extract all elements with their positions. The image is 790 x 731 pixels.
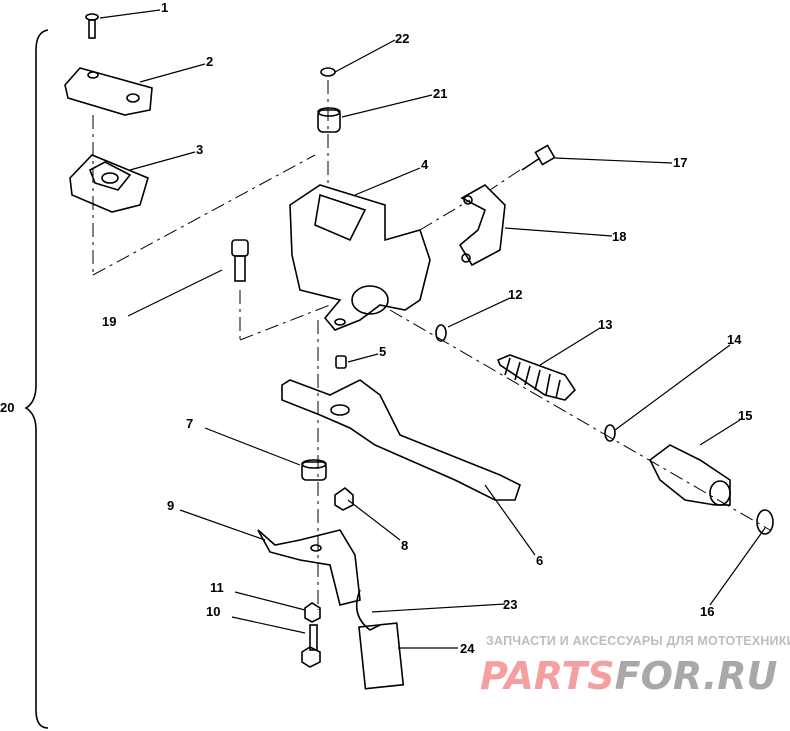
callout-24: 24	[460, 641, 475, 656]
callout-21: 21	[433, 86, 448, 101]
callout-7: 7	[186, 416, 194, 431]
part-3-diaphragm	[69, 154, 149, 213]
part-23-wire	[355, 589, 381, 631]
callout-17: 17	[673, 155, 688, 170]
center-lines	[92, 80, 771, 610]
part-1-screw	[85, 13, 99, 39]
callout-12: 12	[508, 287, 523, 302]
part-8-nut	[334, 486, 354, 511]
callout-2: 2	[206, 54, 214, 69]
part-18-clamp	[458, 184, 506, 267]
watermark-tagline: ЗАПЧАСТИ И АКСЕССУАРЫ ДЛЯ МОТОТЕХНИКИ	[486, 634, 790, 648]
callout-9: 9	[167, 498, 175, 513]
callout-13: 13	[598, 317, 613, 332]
watermark-logo-for: FOR.RU	[614, 654, 778, 698]
callout-23: 23	[503, 597, 518, 612]
callout-10: 10	[206, 604, 221, 619]
callout-4: 4	[421, 157, 429, 172]
callout-16: 16	[700, 604, 715, 619]
part-2-cover	[64, 67, 153, 116]
part-16-ring	[756, 509, 774, 535]
part-13-spring	[496, 354, 577, 401]
part-6-lever	[281, 379, 521, 501]
leader-lines	[99, 9, 766, 649]
callout-14: 14	[727, 332, 742, 347]
part-17-screw	[521, 144, 556, 171]
callout-18: 18	[612, 229, 627, 244]
callout-20: 20	[0, 400, 15, 415]
part-10-screw	[301, 624, 321, 668]
part-12-washer	[435, 324, 447, 342]
callout-3: 3	[196, 142, 204, 157]
callout-22: 22	[395, 31, 410, 46]
part-11-nut	[304, 602, 321, 623]
part-15-plunger	[648, 444, 731, 506]
callout-1: 1	[161, 0, 169, 15]
callout-6: 6	[536, 553, 544, 568]
group-bracket	[24, 29, 49, 729]
part-24-tag	[358, 622, 405, 690]
part-19-bolt	[231, 239, 249, 282]
callout-11: 11	[210, 580, 224, 595]
part-14-washer	[604, 424, 616, 442]
callout-19: 19	[102, 314, 117, 329]
part-4-master-cylinder	[289, 184, 431, 331]
part-7-bushing	[301, 459, 327, 481]
callout-15: 15	[738, 408, 753, 423]
watermark-logo-parts: PARTS	[480, 654, 615, 698]
callout-5: 5	[379, 344, 387, 359]
part-5-pin	[335, 355, 347, 369]
part-22-washer	[320, 67, 336, 77]
part-21-boot	[317, 107, 341, 133]
watermark-logo: PARTSFOR.RU	[480, 656, 777, 696]
callout-8: 8	[401, 538, 409, 553]
part-9-switch-bracket	[257, 529, 361, 606]
